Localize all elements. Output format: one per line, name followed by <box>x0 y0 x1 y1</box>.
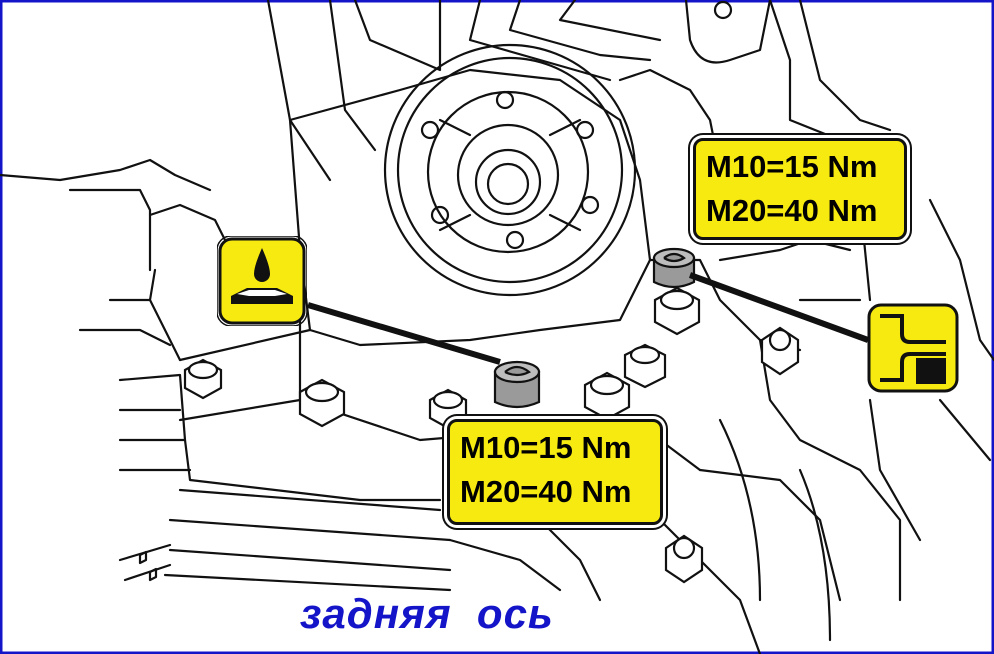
oil-drain-icon <box>866 302 960 394</box>
bolt <box>583 371 631 421</box>
filler-plug <box>493 360 541 409</box>
torque-line-m20: M20=40 Nm <box>460 474 632 509</box>
housing-bolts <box>183 286 800 584</box>
caption-rear-axle: задняя ось <box>300 590 554 637</box>
drain-leader-line <box>688 272 870 343</box>
torque-callout-drain: M10=15 Nm M20=40 Nm <box>693 138 907 240</box>
fill-leader-line <box>307 302 501 365</box>
bolt <box>183 358 223 400</box>
bolt <box>653 286 701 336</box>
bolt <box>664 534 704 584</box>
torque-line-m10: M10=15 Nm <box>706 149 878 184</box>
bolt <box>623 343 667 389</box>
bolt <box>760 326 800 376</box>
bolt <box>298 378 346 428</box>
oil-fill-icon <box>216 235 308 327</box>
torque-line-m10: M10=15 Nm <box>460 430 632 465</box>
bolt <box>428 388 468 430</box>
torque-line-m20: M20=40 Nm <box>706 193 878 228</box>
drain-plug <box>652 247 696 289</box>
torque-callout-fill: M10=15 Nm M20=40 Nm <box>447 419 663 525</box>
